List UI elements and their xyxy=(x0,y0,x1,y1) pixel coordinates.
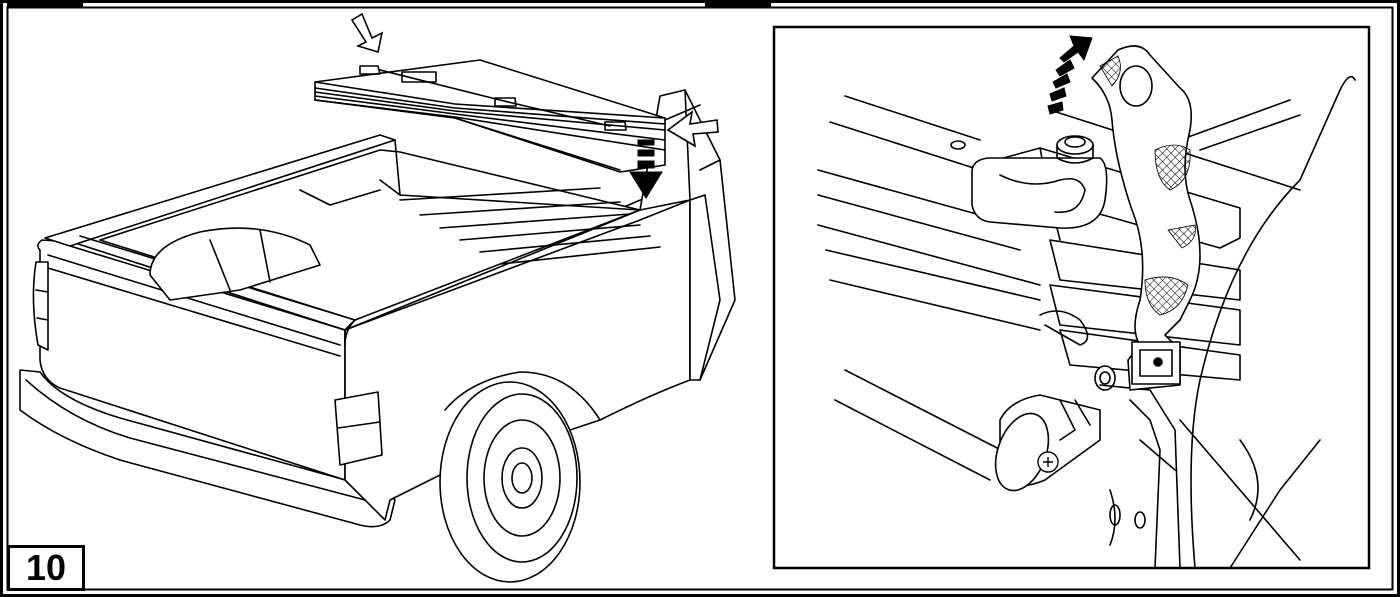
phillips-screw-icon xyxy=(1037,451,1059,473)
top-tab-mid xyxy=(705,0,771,8)
dashed-down-arrow-icon xyxy=(629,139,663,199)
step-number: 10 xyxy=(7,545,85,591)
truck-drawing xyxy=(19,59,736,583)
inner-frame xyxy=(6,6,1394,591)
top-tab-left xyxy=(7,0,83,8)
strap-grip-patches xyxy=(1099,55,1196,316)
right-arrow-icon xyxy=(666,110,719,148)
down-arrow-icon xyxy=(350,12,384,54)
up-arrow-icon xyxy=(1047,35,1093,115)
